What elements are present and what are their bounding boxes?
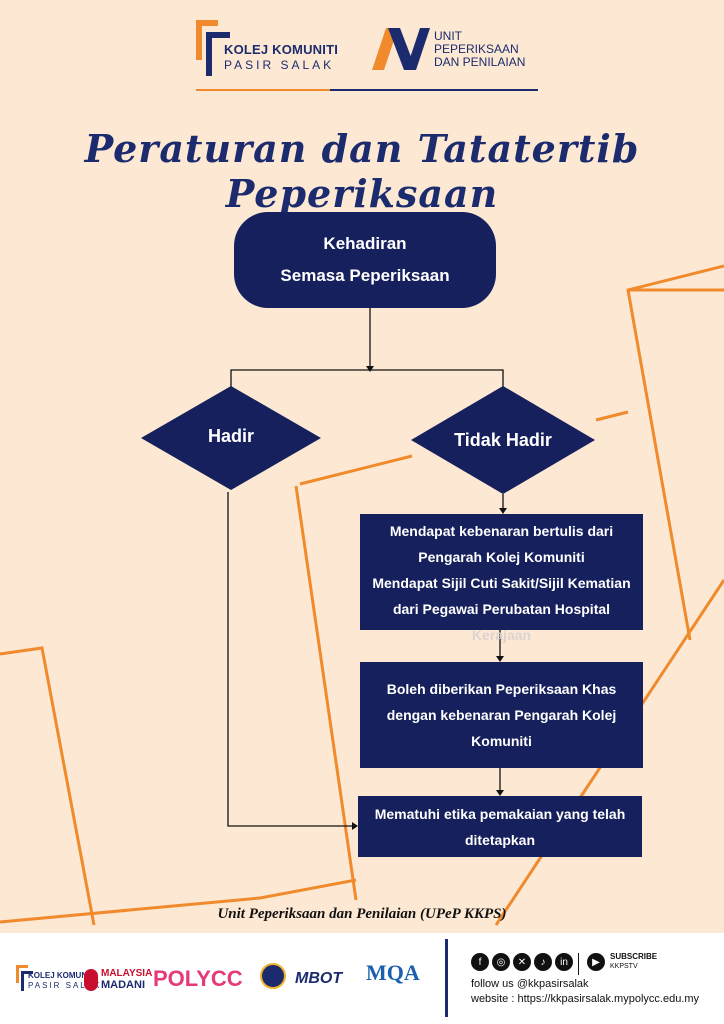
start-node: Kehadiran Semasa Peperiksaan xyxy=(234,212,496,308)
x-icon[interactable]: ✕ xyxy=(513,953,531,971)
madani-emblem-icon xyxy=(84,969,98,991)
follow-text: follow us @kkpasirsalak xyxy=(471,978,589,990)
start-node-line2: Semasa Peperiksaan xyxy=(280,266,450,285)
connector xyxy=(227,492,354,827)
process-special-exam-line3: Komuniti xyxy=(471,733,532,749)
tiktok-icon[interactable]: ♪ xyxy=(534,953,552,971)
unit-peperiksaan-logo: UNIT PEPERIKSAAN DAN PENILAIAN xyxy=(372,26,552,76)
arrowhead xyxy=(352,822,358,830)
decision-hadir-shape xyxy=(141,386,321,490)
subscribe-label[interactable]: SUBSCRIBE xyxy=(610,952,658,961)
orange-line xyxy=(595,410,629,422)
process-documentation-line3: Mendapat Sijil Cuti Sakit/Sijil Kematian xyxy=(372,575,631,591)
process-dress-code-line1: Mematuhi etika pemakaian yang telah xyxy=(374,805,626,822)
process-documentation-line2: Pengarah Kolej Komuniti xyxy=(418,549,585,565)
footer-logo-madani-line2: MADANI xyxy=(101,979,145,991)
facebook-icon[interactable]: f xyxy=(471,953,489,971)
orange-line xyxy=(299,454,413,486)
unit-name-line1: UNIT xyxy=(434,29,462,43)
footer-icon-divider xyxy=(578,953,579,975)
footer-logo-kk-line2: PASIR SALAK xyxy=(28,981,102,990)
arrowhead xyxy=(496,790,504,796)
decision-tidak-hadir-shape xyxy=(411,386,595,494)
channel-label: KKPSTV xyxy=(610,963,638,970)
process-documentation: Mendapat kebenaran bertulis dari Pengara… xyxy=(360,514,643,643)
process-special-exam: Boleh diberikan Peperiksaan Khas dengan … xyxy=(360,662,643,768)
arrowhead xyxy=(499,508,507,514)
arrowhead xyxy=(366,366,374,372)
page-title: Peraturan dan Tatatertib Peperiksaan xyxy=(84,126,640,216)
footer-logo-mqa: MQA xyxy=(366,960,420,985)
unit-name-line3: DAN PENILAIAN xyxy=(434,55,526,69)
footer-caption: Unit Peperiksaan dan Penilaian (UPeP KKP… xyxy=(217,906,507,922)
process-documentation-line4: dari Pegawai Perubatan Hospital xyxy=(392,601,611,617)
college-name-line2: PASIR SALAK xyxy=(224,58,335,72)
process-special-exam-line1: Boleh diberikan Peperiksaan Khas xyxy=(386,681,617,697)
process-documentation-line1: Mendapat kebenaran bertulis dari xyxy=(389,523,614,539)
kk-small-logo-icon xyxy=(16,965,33,991)
arrowhead xyxy=(496,656,504,662)
college-name-line1: KOLEJ KOMUNITI xyxy=(224,42,339,57)
unit-name: UNIT PEPERIKSAAN DAN PENILAIAN xyxy=(434,30,525,69)
upep-logo-mark-icon xyxy=(372,28,430,70)
process-dress-code: Mematuhi etika pemakaian yang telah dite… xyxy=(358,796,642,857)
orange-line xyxy=(0,878,357,924)
kolej-komuniti-logo: KOLEJ KOMUNITI PASIR SALAK xyxy=(196,20,346,80)
instagram-icon[interactable]: ◎ xyxy=(492,953,510,971)
decision-tidak-hadir-label: Tidak Hadir xyxy=(454,430,552,450)
footer-logo-mbot: MBOT xyxy=(295,970,343,987)
footer-divider xyxy=(445,939,448,1017)
footer-logo-polycc: POLYCC xyxy=(153,966,243,991)
decision-hadir-label: Hadir xyxy=(207,426,254,446)
orange-line xyxy=(0,646,96,926)
footer-logo-kk-line1: KOLEJ KOMUNITI xyxy=(28,971,97,980)
malaysia-emblem-icon xyxy=(260,963,286,989)
process-dress-code-line2: ditetapkan xyxy=(464,831,535,848)
social-icons: f ◎ ✕ ♪ in xyxy=(471,953,573,971)
unit-name-line2: PEPERIKSAAN xyxy=(434,42,519,56)
start-node-line1: Kehadiran xyxy=(323,234,407,253)
process-documentation-line5: Kerajaan xyxy=(471,627,532,643)
youtube-icon[interactable]: ▶ xyxy=(587,953,605,971)
linkedin-icon[interactable]: in xyxy=(555,953,573,971)
footer-logo-madani-line1: MALAYSIA xyxy=(101,968,153,979)
orange-line xyxy=(294,485,358,901)
kk-logo-mark-icon xyxy=(196,20,230,76)
connector xyxy=(230,369,504,390)
footer: KOLEJ KOMUNITI PASIR SALAK MALAYSIA MADA… xyxy=(0,933,724,1024)
website-link[interactable]: website : https://kkpasirsalak.mypolycc.… xyxy=(471,993,700,1005)
process-special-exam-line2: dengan kebenaran Pengarah Kolej xyxy=(386,707,617,723)
